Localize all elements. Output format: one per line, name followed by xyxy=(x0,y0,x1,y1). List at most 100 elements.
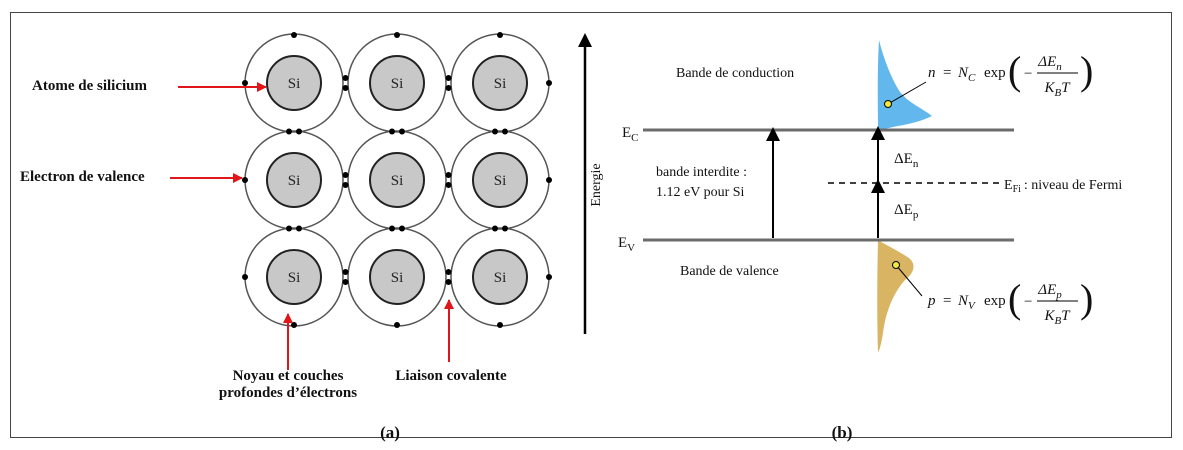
atom-label: Si xyxy=(494,76,507,92)
valence-electron-dot xyxy=(445,85,452,91)
svg-text:(: ( xyxy=(1008,276,1021,321)
svg-text:exp: exp xyxy=(984,65,1006,81)
valence-electron-dot xyxy=(342,75,349,81)
valence-electron-dot xyxy=(445,75,452,81)
valence-electron-dot xyxy=(242,80,248,86)
atom-core xyxy=(369,249,425,305)
ev-label: EV xyxy=(618,235,635,254)
valence-electron-dot xyxy=(342,85,349,91)
valence-marker xyxy=(892,261,900,269)
delta-ep-label: ΔEp xyxy=(894,202,919,221)
valence-electron-dot xyxy=(291,32,297,38)
valence-electron-dot xyxy=(286,128,292,135)
atom-label: Si xyxy=(288,76,301,92)
svg-text:exp: exp xyxy=(984,293,1006,309)
atom-label: Si xyxy=(494,270,507,286)
atom-core xyxy=(472,152,528,208)
si-atom: Si xyxy=(450,130,550,230)
svg-text:=: = xyxy=(943,293,951,309)
outer-shell xyxy=(347,130,447,230)
si-atom: Si xyxy=(244,227,344,327)
svg-text:(: ( xyxy=(1008,48,1021,93)
conduction-marker xyxy=(884,100,892,108)
si-atom: Si xyxy=(244,33,344,133)
valence-electron-dot xyxy=(342,269,349,275)
svg-text:KBT: KBT xyxy=(1043,80,1071,99)
panel-b-band-diagram: Energie Bande de conduction Bande de val… xyxy=(578,33,1122,442)
valence-electron-dot xyxy=(445,182,452,188)
valence-electron-dot xyxy=(242,274,248,280)
valence-electrons xyxy=(242,32,552,328)
atom-core xyxy=(369,152,425,208)
equation-p: p = NV exp ( − ΔEp KBT ) xyxy=(927,276,1093,327)
svg-text:=: = xyxy=(943,65,951,81)
si-atom: Si xyxy=(450,227,550,327)
valence-electron-dot xyxy=(399,128,405,135)
si-atom: Si xyxy=(347,130,447,230)
si-atom: Si xyxy=(347,33,447,133)
valence-electron-dot xyxy=(497,322,503,328)
svg-text:n: n xyxy=(928,65,936,81)
si-atom: Si xyxy=(450,33,550,133)
valence-electron-dot xyxy=(342,172,349,178)
valence-electron-dot xyxy=(546,80,552,86)
valence-electron-dot xyxy=(492,225,498,232)
valence-electron-dot xyxy=(389,225,395,232)
svg-text:ΔEn: ΔEn xyxy=(1037,54,1062,73)
ec-label: EC xyxy=(622,125,639,144)
caption-a: (a) xyxy=(380,423,400,442)
valence-electron-dot xyxy=(546,177,552,183)
valence-electron-dot xyxy=(497,32,503,38)
atom-core xyxy=(266,152,322,208)
svg-text:): ) xyxy=(1080,48,1093,93)
figure-frame xyxy=(10,12,1172,438)
valence-electron-dot xyxy=(394,32,400,38)
svg-text:−: − xyxy=(1024,66,1032,82)
atom-core xyxy=(472,249,528,305)
svg-text:): ) xyxy=(1080,276,1093,321)
conduction-band-label: Bande de conduction xyxy=(676,66,794,81)
valence-electron-dot xyxy=(342,182,349,188)
valence-electron-dot xyxy=(291,322,297,328)
si-atom: Si xyxy=(244,130,344,230)
atom-core xyxy=(369,55,425,111)
valence-hole-distribution xyxy=(877,240,914,352)
caption-b: (b) xyxy=(832,423,853,442)
label-covalent-bond: Liaison covalente xyxy=(395,368,507,384)
atom-core xyxy=(472,55,528,111)
band-gap-label-line2: 1.12 eV pour Si xyxy=(656,185,745,200)
valence-electron-dot xyxy=(296,128,302,135)
valence-electron-dot xyxy=(445,172,452,178)
valence-electron-dot xyxy=(502,128,508,135)
label-valence-electron: Electron de valence xyxy=(20,169,145,185)
valence-electron-dot xyxy=(342,279,349,285)
valence-electron-dot xyxy=(286,225,292,232)
valence-electron-dot xyxy=(242,177,248,183)
label-atom: Atome de silicium xyxy=(32,78,147,94)
si-atom: Si xyxy=(347,227,447,327)
atom-label: Si xyxy=(391,270,404,286)
atom-core xyxy=(266,55,322,111)
atom-label: Si xyxy=(391,76,404,92)
valence-electron-dot xyxy=(546,274,552,280)
equation-n: n = NC exp ( − ΔEn KBT ) xyxy=(928,48,1093,99)
valence-electron-dot xyxy=(445,279,452,285)
svg-text:NC: NC xyxy=(957,65,976,84)
atom-label: Si xyxy=(494,173,507,189)
band-gap-label-line1: bande interdite : xyxy=(656,165,747,180)
label-core-line1: Noyau et couches xyxy=(233,368,344,384)
energy-axis-label: Energie xyxy=(589,163,604,206)
valence-electron-dot xyxy=(389,128,395,135)
valence-electron-dot xyxy=(394,322,400,328)
svg-text:NV: NV xyxy=(957,293,976,312)
eq-n-pointer xyxy=(887,81,927,105)
valence-band-label: Bande de valence xyxy=(680,264,779,279)
svg-text:−: − xyxy=(1024,294,1032,310)
atom-core xyxy=(266,249,322,305)
valence-electron-dot xyxy=(502,225,508,232)
atom-label: Si xyxy=(391,173,404,189)
delta-en-label: ΔEn xyxy=(894,151,919,170)
